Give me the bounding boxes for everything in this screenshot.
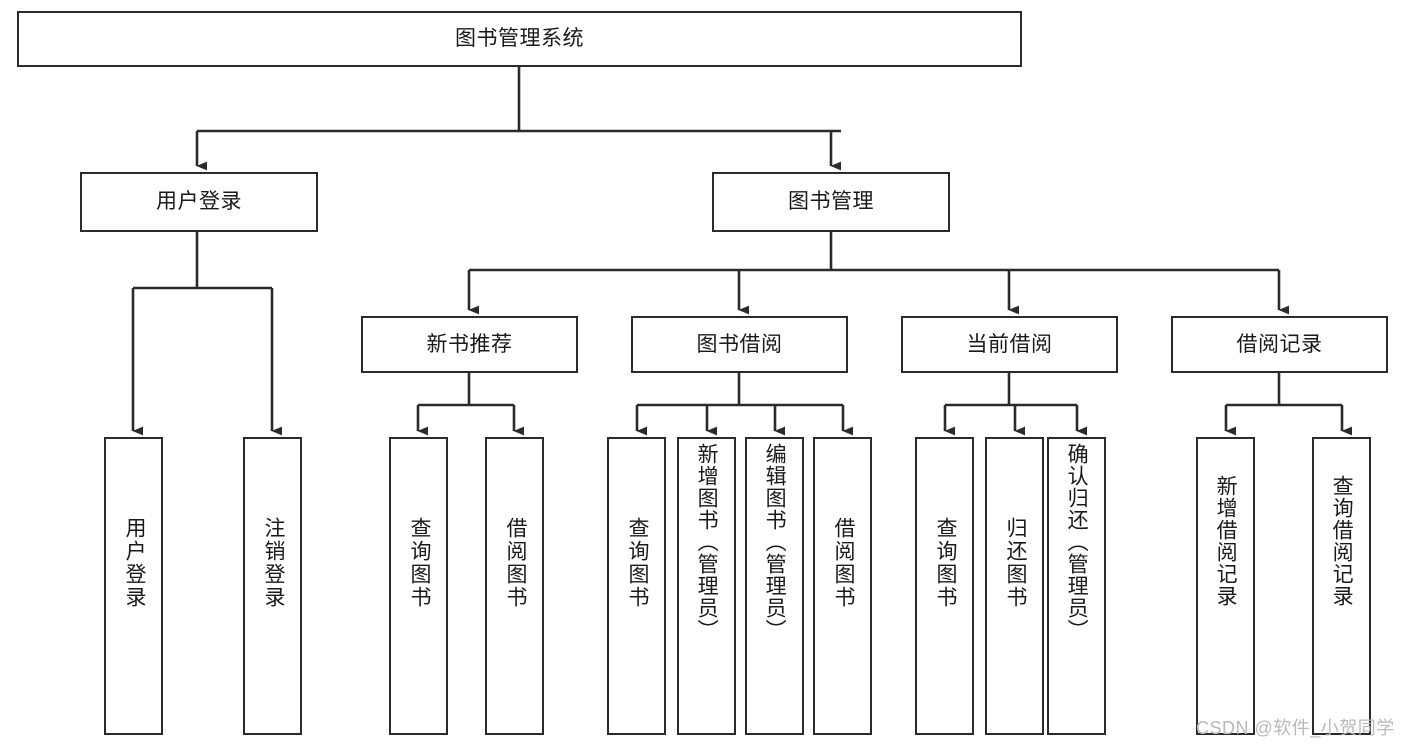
node-user-login[interactable]: 用户登录 [80,172,318,232]
node-current-borrow[interactable]: 当前借阅 [901,316,1118,373]
node-book-manage-label: 图书管理 [788,190,874,214]
node-root-label: 图书管理系统 [455,27,584,51]
node-leaf-borrow-book-a[interactable]: 借阅图书 [485,437,544,735]
watermark: CSDN @软件_小贺同学 [1196,718,1395,738]
node-leaf-add-book-label: 新增图书（管理员） [695,443,719,641]
node-leaf-query-book-a-label: 查询图书 [407,517,431,609]
node-leaf-query-record-label: 查询借阅记录 [1330,475,1354,607]
node-leaf-query-record[interactable]: 查询借阅记录 [1312,437,1371,735]
node-book-borrow-label: 图书借阅 [696,332,783,356]
node-leaf-borrow-book-b-label: 借阅图书 [831,517,855,609]
node-leaf-query-book-b[interactable]: 查询图书 [607,437,666,735]
node-leaf-return-book[interactable]: 归还图书 [985,437,1044,735]
node-new-book-rec-label: 新书推荐 [426,332,513,356]
node-leaf-return-book-label: 归还图书 [1003,517,1027,609]
node-leaf-add-book[interactable]: 新增图书（管理员） [677,437,736,735]
node-leaf-add-record[interactable]: 新增借阅记录 [1196,437,1255,735]
node-leaf-confirm-return-label: 确认归还（管理员） [1065,443,1089,641]
node-leaf-user-login[interactable]: 用户登录 [104,437,163,735]
node-leaf-edit-book-label: 编辑图书（管理员） [763,443,787,641]
node-current-borrow-label: 当前借阅 [966,332,1053,356]
node-leaf-query-book-c-label: 查询图书 [933,517,957,609]
node-book-borrow[interactable]: 图书借阅 [631,316,848,373]
node-book-manage[interactable]: 图书管理 [712,172,950,232]
node-new-book-rec[interactable]: 新书推荐 [361,316,578,373]
node-leaf-user-login-label: 用户登录 [122,517,146,609]
node-leaf-query-book-a[interactable]: 查询图书 [389,437,448,735]
node-root[interactable]: 图书管理系统 [17,11,1022,67]
node-leaf-borrow-book-b[interactable]: 借阅图书 [813,437,872,735]
node-leaf-add-record-label: 新增借阅记录 [1214,475,1238,607]
node-leaf-logout[interactable]: 注销登录 [243,437,302,735]
node-user-login-label: 用户登录 [156,190,242,214]
node-leaf-confirm-return[interactable]: 确认归还（管理员） [1047,437,1106,735]
node-borrow-record[interactable]: 借阅记录 [1171,316,1388,373]
node-leaf-edit-book[interactable]: 编辑图书（管理员） [745,437,804,735]
node-leaf-query-book-b-label: 查询图书 [625,517,649,609]
node-leaf-borrow-book-a-label: 借阅图书 [503,517,527,609]
node-leaf-query-book-c[interactable]: 查询图书 [915,437,974,735]
node-leaf-logout-label: 注销登录 [261,517,285,609]
node-borrow-record-label: 借阅记录 [1236,332,1323,356]
